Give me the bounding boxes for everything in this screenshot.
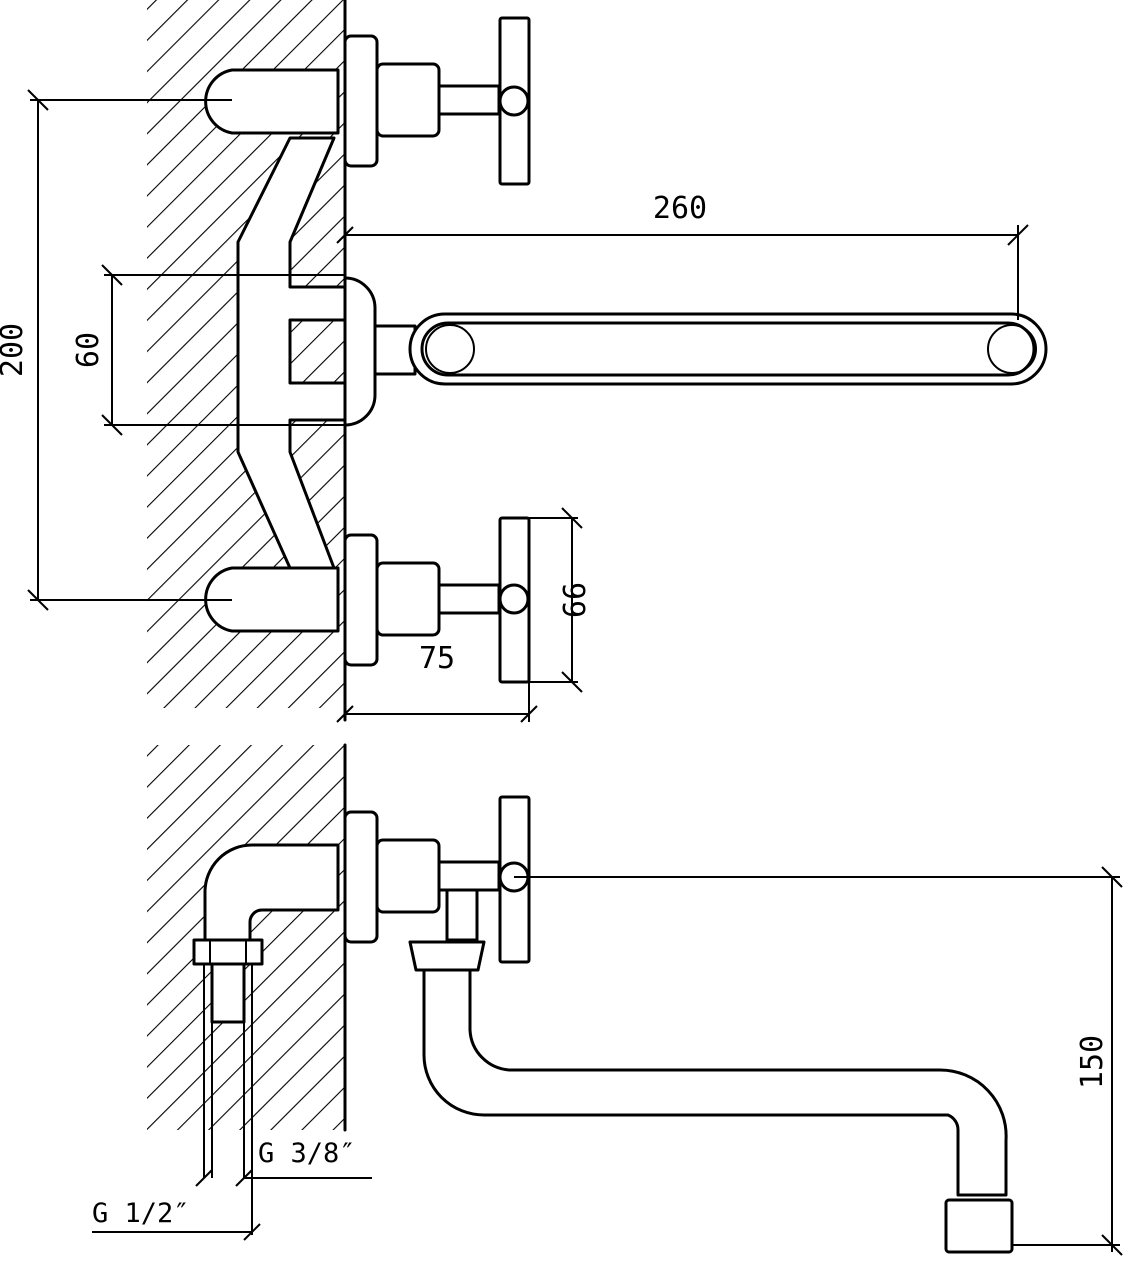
lower-valve-stem [437, 583, 501, 615]
lower-valve-body [375, 561, 441, 637]
spout-nozzle [944, 1198, 1014, 1254]
side-valve-stem [437, 860, 501, 892]
side-inlet-nut [192, 938, 264, 966]
spout-tube-inner [420, 321, 1036, 377]
dim-body-height: 60 [71, 264, 345, 436]
side-inlet-pipe [210, 962, 246, 1024]
top-view: 260 200 60 66 [0, 0, 1048, 723]
dim-150-label: 150 [1075, 1035, 1110, 1089]
upper-handle-hub-icon [498, 85, 530, 117]
dim-75-label: 75 [419, 641, 455, 676]
side-inlet-elbow [203, 843, 340, 942]
dim-height-total: 200 [0, 89, 232, 611]
lower-inlet-elbow [204, 566, 340, 633]
dim-handle-depth: 75 [336, 641, 538, 723]
thread-callouts: G 3/8″ G 1/2″ [92, 1138, 372, 1241]
side-view: 150 G 3/8″ G 1/2″ [92, 743, 1123, 1256]
thread-large-label: G 1/2″ [92, 1198, 190, 1229]
thread-small-label: G 3/8″ [258, 1138, 356, 1169]
dim-66-label: 66 [558, 582, 593, 618]
upper-valve-flange [343, 34, 379, 168]
dim-handle-height: 66 [529, 507, 593, 693]
dim-60-label: 60 [71, 332, 106, 368]
spout-connector [445, 888, 479, 942]
dim-200-label: 200 [0, 323, 30, 377]
dim-spout-drop: 150 [514, 866, 1123, 1256]
upper-valve-stem [437, 84, 501, 116]
spout-swivel [373, 324, 417, 376]
dim-spout-length: 260 [336, 191, 1029, 320]
lower-handle-hub-icon [498, 583, 530, 615]
spout-head [343, 276, 377, 427]
spout-end-left [425, 324, 475, 374]
upper-valve-body [375, 62, 441, 138]
spout-end-right [987, 324, 1037, 374]
spout-curved-tube [422, 968, 1008, 1197]
dim-260-label: 260 [653, 191, 707, 226]
lower-valve-flange [343, 533, 379, 667]
side-valve-body [375, 838, 441, 914]
side-valve-flange [343, 810, 379, 944]
spout-coupling [408, 940, 486, 972]
upper-inlet-elbow [204, 68, 340, 135]
